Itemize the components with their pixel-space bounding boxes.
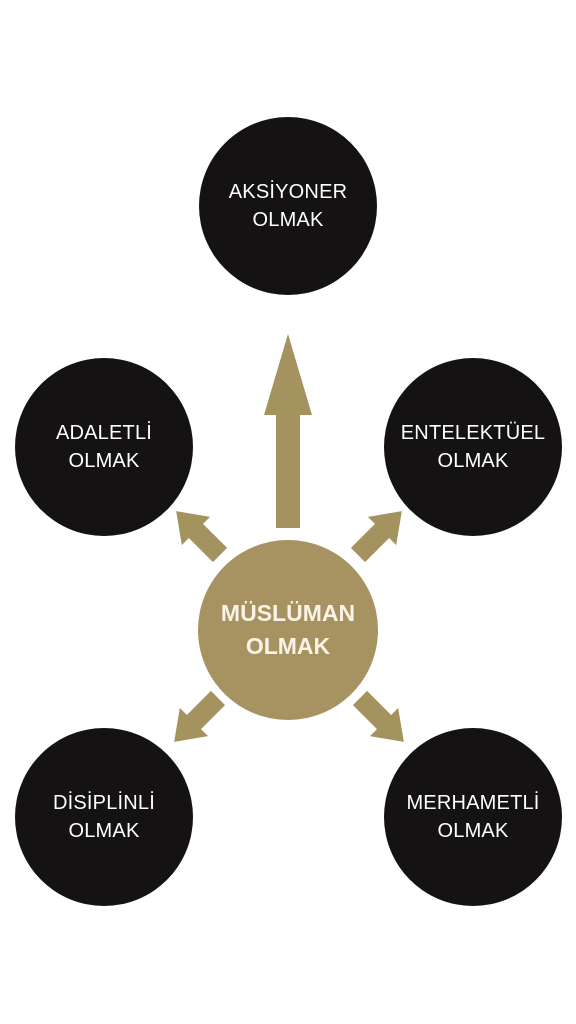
node-entelektuel: ENTELEKTÜEL OLMAK: [384, 358, 562, 536]
arrow-upper-right: [350, 511, 402, 563]
arrow-upper-left: [176, 511, 228, 563]
node-aksiyoner-line1: AKSİYONER: [228, 181, 348, 203]
arrow-lower-right: [352, 690, 404, 742]
node-merhametli-label: MERHAMETLİ OLMAK: [406, 789, 539, 845]
node-merhametli-line2: OLMAK: [437, 820, 509, 842]
node-adaletli-line2: OLMAK: [68, 450, 140, 472]
node-disiplinli-label: DİSİPLİNLİ OLMAK: [53, 789, 155, 845]
node-musluman-line2: OLMAK: [245, 633, 331, 659]
node-musluman-label: MÜSLÜMAN OLMAK: [221, 597, 355, 663]
node-aksiyoner: AKSİYONER OLMAK: [199, 117, 377, 295]
node-adaletli-label: ADALETLİ OLMAK: [56, 419, 152, 475]
node-entelektuel-label: ENTELEKTÜEL OLMAK: [401, 419, 545, 475]
arrow-up: [264, 334, 312, 528]
node-merhametli-line1: MERHAMETLİ: [406, 792, 540, 814]
arrow-lower-left: [174, 690, 226, 742]
node-musluman-center: MÜSLÜMAN OLMAK: [198, 540, 378, 720]
node-adaletli: ADALETLİ OLMAK: [15, 358, 193, 536]
node-adaletli-line1: ADALETLİ: [55, 422, 153, 444]
node-aksiyoner-line2: OLMAK: [252, 209, 324, 231]
node-disiplinli-line2: OLMAK: [68, 820, 140, 842]
node-disiplinli: DİSİPLİNLİ OLMAK: [15, 728, 193, 906]
node-musluman-line1: MÜSLÜMAN: [220, 600, 356, 626]
node-aksiyoner-label: AKSİYONER OLMAK: [229, 178, 348, 234]
node-disiplinli-line1: DİSİPLİNLİ: [52, 792, 156, 814]
node-merhametli: MERHAMETLİ OLMAK: [384, 728, 562, 906]
node-entelektuel-line1: ENTELEKTÜEL: [400, 422, 546, 444]
node-entelektuel-line2: OLMAK: [437, 450, 509, 472]
